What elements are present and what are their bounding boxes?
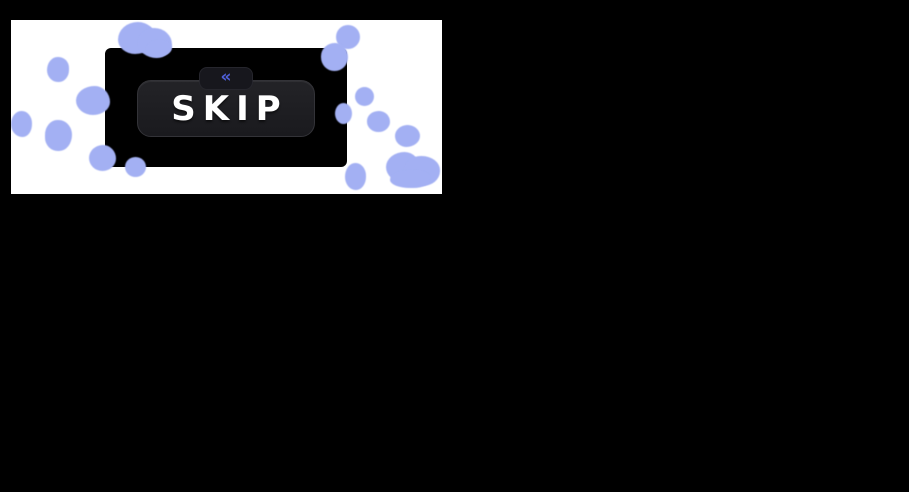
rewind-button[interactable]: « bbox=[199, 67, 253, 90]
ink-blob bbox=[390, 170, 430, 188]
ink-blob bbox=[45, 120, 72, 151]
ink-blob bbox=[47, 57, 69, 82]
ink-blob bbox=[386, 152, 420, 182]
ink-blob bbox=[355, 87, 374, 106]
skip-button-label: SKIP bbox=[171, 88, 288, 129]
double-chevron-left-icon: « bbox=[220, 67, 232, 87]
ink-blob bbox=[336, 25, 360, 49]
ink-blob bbox=[345, 163, 366, 190]
ink-blob bbox=[367, 111, 390, 132]
ink-blob bbox=[395, 125, 420, 147]
ink-blob bbox=[404, 156, 440, 186]
cutscene-panel: « SKIP bbox=[11, 20, 442, 194]
ink-blob bbox=[11, 111, 32, 137]
